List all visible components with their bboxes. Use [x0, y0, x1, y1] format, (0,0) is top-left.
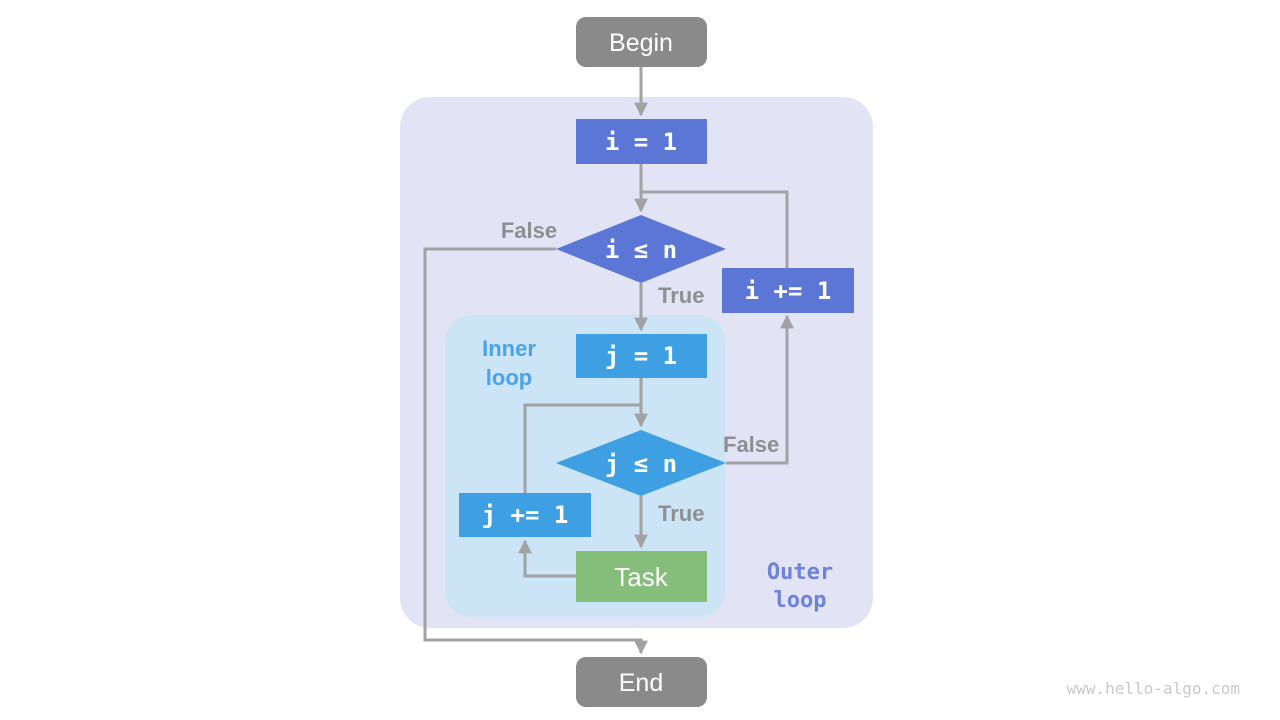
cond-j-node-label: j ≤ n	[605, 450, 677, 478]
init-j-node-label: j = 1	[605, 342, 677, 370]
outer-false-label: False	[501, 218, 557, 243]
begin-node-label: Begin	[609, 29, 673, 57]
edge-inc-j-back-to-cond-j	[523, 403, 641, 493]
outer-loop-label-line2: loop	[774, 588, 827, 613]
cond-i-node-label: i ≤ n	[605, 236, 677, 264]
init-i-node-label: i = 1	[605, 128, 677, 156]
inner-loop-label-line2: loop	[486, 365, 532, 390]
edge-inc-i-back-to-cond-i	[641, 190, 789, 268]
inc-j-node-label: j += 1	[482, 501, 569, 529]
inner-true-label: True	[658, 501, 704, 526]
edge-cond-j-false-to-inc-i	[726, 314, 794, 465]
cond-i-decision-node	[556, 215, 726, 283]
cond-j-decision-node	[556, 430, 726, 496]
outer-true-label: True	[658, 283, 704, 308]
inner-loop-label-line1: Inner	[482, 336, 536, 361]
inner-false-label: False	[723, 432, 779, 457]
init-j-node	[576, 334, 707, 378]
task-node-label: Task	[614, 562, 668, 592]
end-node-label: End	[619, 669, 663, 697]
init-i-node	[576, 119, 707, 164]
inc-i-node	[722, 268, 854, 313]
edge-cond-i-false-to-end	[423, 247, 648, 655]
site-watermark: www.hello-algo.com	[1067, 679, 1240, 698]
task-node	[576, 551, 707, 602]
inc-i-node-label: i += 1	[745, 277, 832, 305]
outer-loop-label-line1: Outer	[767, 560, 833, 585]
edge-task-to-inc-j	[518, 539, 576, 578]
begin-node	[576, 17, 707, 67]
inc-j-node	[459, 493, 591, 537]
end-node	[576, 657, 707, 707]
